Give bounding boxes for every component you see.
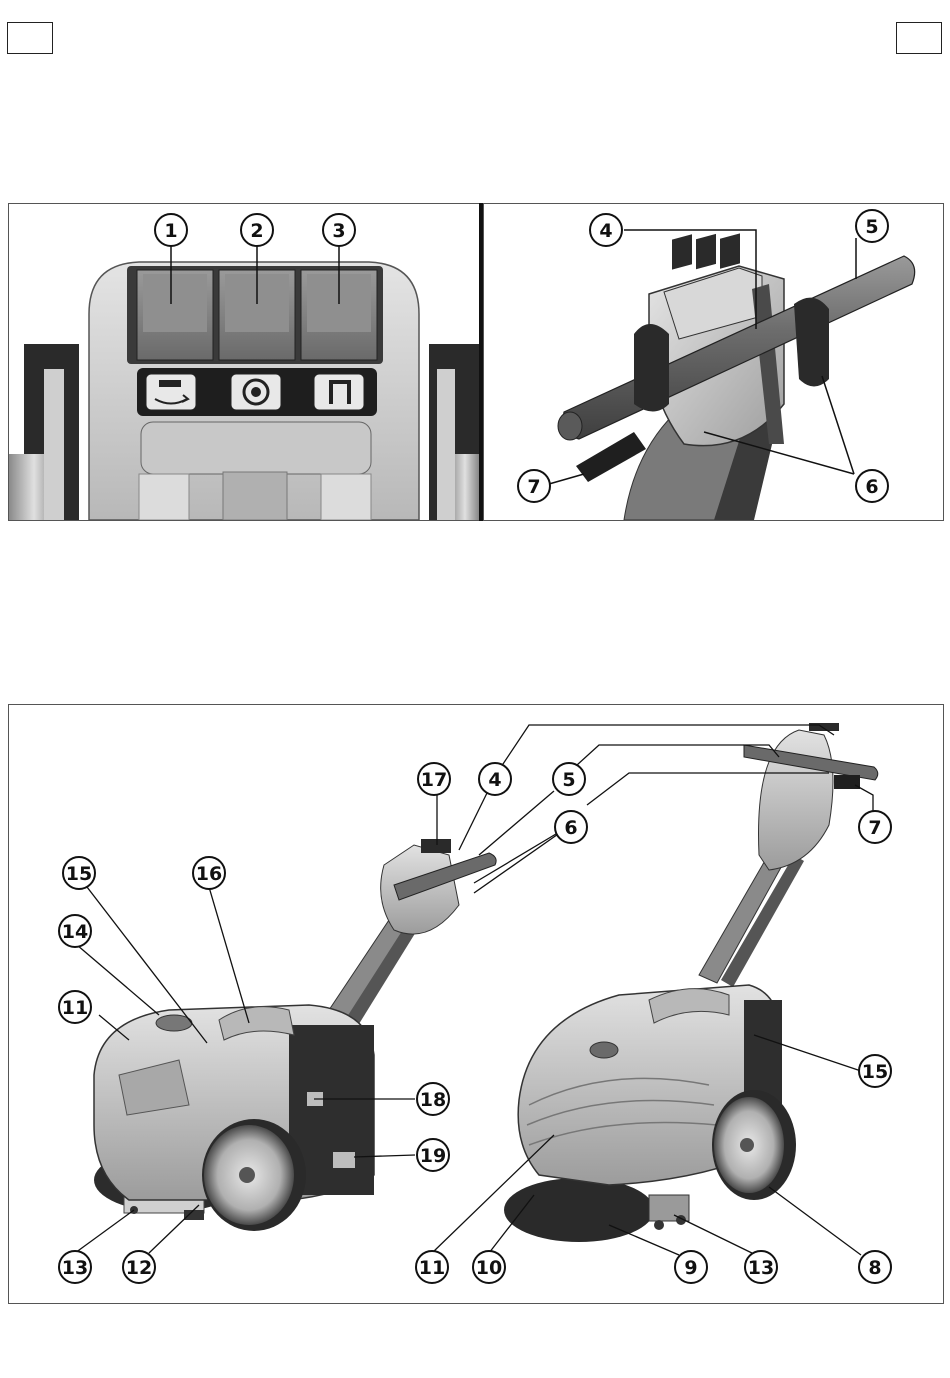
callout-8: 8 bbox=[859, 1251, 891, 1283]
brush-rotation-icon bbox=[146, 374, 196, 410]
corner-box-right bbox=[896, 22, 942, 54]
corner-box-left bbox=[7, 22, 53, 54]
clamp-left bbox=[634, 324, 669, 412]
callout-13-left: 13 bbox=[59, 1251, 91, 1283]
callout-1: 1 bbox=[155, 214, 187, 246]
handle-closeup: 4 5 6 7 bbox=[483, 203, 944, 521]
callout-14: 14 bbox=[59, 915, 91, 947]
callout-7: 7 bbox=[518, 470, 550, 502]
clamp-right bbox=[794, 298, 829, 387]
machine-drawing: 17 4 5 6 15 16 14 11 18 19 13 12 7 15 11… bbox=[9, 705, 943, 1303]
callout-6: 6 bbox=[856, 470, 888, 502]
machine-overview: 17 4 5 6 15 16 14 11 18 19 13 12 7 15 11… bbox=[8, 704, 944, 1304]
callout-2: 2 bbox=[241, 214, 273, 246]
callout-11-right: 11 bbox=[416, 1251, 448, 1283]
callout-3: 3 bbox=[323, 214, 355, 246]
callout-5: 5 bbox=[856, 210, 888, 242]
svg-text:4: 4 bbox=[488, 769, 501, 791]
svg-text:9: 9 bbox=[684, 1257, 697, 1279]
callout-10: 10 bbox=[473, 1251, 505, 1283]
svg-text:6: 6 bbox=[564, 817, 577, 839]
svg-text:2: 2 bbox=[250, 220, 263, 242]
callout-17: 17 bbox=[418, 763, 450, 795]
left-side-wheel bbox=[9, 344, 79, 520]
svg-text:15: 15 bbox=[862, 1061, 888, 1083]
callout-12: 12 bbox=[123, 1251, 155, 1283]
svg-text:10: 10 bbox=[476, 1257, 502, 1279]
right-side-wheel bbox=[429, 344, 481, 520]
svg-text:16: 16 bbox=[196, 863, 222, 885]
callout-5-bottom: 5 bbox=[553, 763, 585, 795]
callout-4: 4 bbox=[590, 214, 622, 246]
callout-11-left: 11 bbox=[59, 991, 91, 1023]
callout-18: 18 bbox=[417, 1083, 449, 1115]
callout-19: 19 bbox=[417, 1139, 449, 1171]
svg-text:11: 11 bbox=[419, 1257, 445, 1279]
svg-text:17: 17 bbox=[421, 769, 447, 791]
callout-9: 9 bbox=[675, 1251, 707, 1283]
svg-text:15: 15 bbox=[66, 863, 92, 885]
svg-text:6: 6 bbox=[865, 476, 878, 498]
callout-16: 16 bbox=[193, 857, 225, 889]
callout-6-bottom: 6 bbox=[555, 811, 587, 843]
svg-text:19: 19 bbox=[420, 1145, 446, 1167]
svg-text:7: 7 bbox=[527, 476, 540, 498]
callout-15-left: 15 bbox=[63, 857, 95, 889]
svg-text:3: 3 bbox=[332, 220, 345, 242]
svg-text:8: 8 bbox=[868, 1257, 881, 1279]
handle-crossbar bbox=[141, 422, 371, 474]
vacuum-motor-icon bbox=[231, 374, 281, 410]
svg-text:13: 13 bbox=[62, 1257, 88, 1279]
machine-left-view bbox=[94, 839, 496, 1231]
control-panel-closeup: 1 2 3 bbox=[8, 203, 482, 521]
callout-7-bottom: 7 bbox=[859, 811, 891, 843]
svg-text:1: 1 bbox=[164, 220, 177, 242]
svg-text:5: 5 bbox=[865, 216, 878, 238]
squeegee-lift-icon bbox=[314, 374, 364, 410]
control-panel-drawing: 1 2 3 bbox=[9, 204, 481, 520]
svg-text:12: 12 bbox=[126, 1257, 152, 1279]
svg-text:14: 14 bbox=[62, 921, 88, 943]
svg-text:4: 4 bbox=[599, 220, 612, 242]
callout-4-bottom: 4 bbox=[479, 763, 511, 795]
callout-15-right: 15 bbox=[859, 1055, 891, 1087]
svg-text:5: 5 bbox=[562, 769, 575, 791]
handle-drawing: 4 5 6 7 bbox=[484, 204, 943, 520]
svg-text:13: 13 bbox=[748, 1257, 774, 1279]
machine-right-view bbox=[504, 723, 878, 1242]
svg-text:11: 11 bbox=[62, 997, 88, 1019]
callout-13-right: 13 bbox=[745, 1251, 777, 1283]
svg-text:7: 7 bbox=[868, 817, 881, 839]
svg-text:18: 18 bbox=[420, 1089, 446, 1111]
